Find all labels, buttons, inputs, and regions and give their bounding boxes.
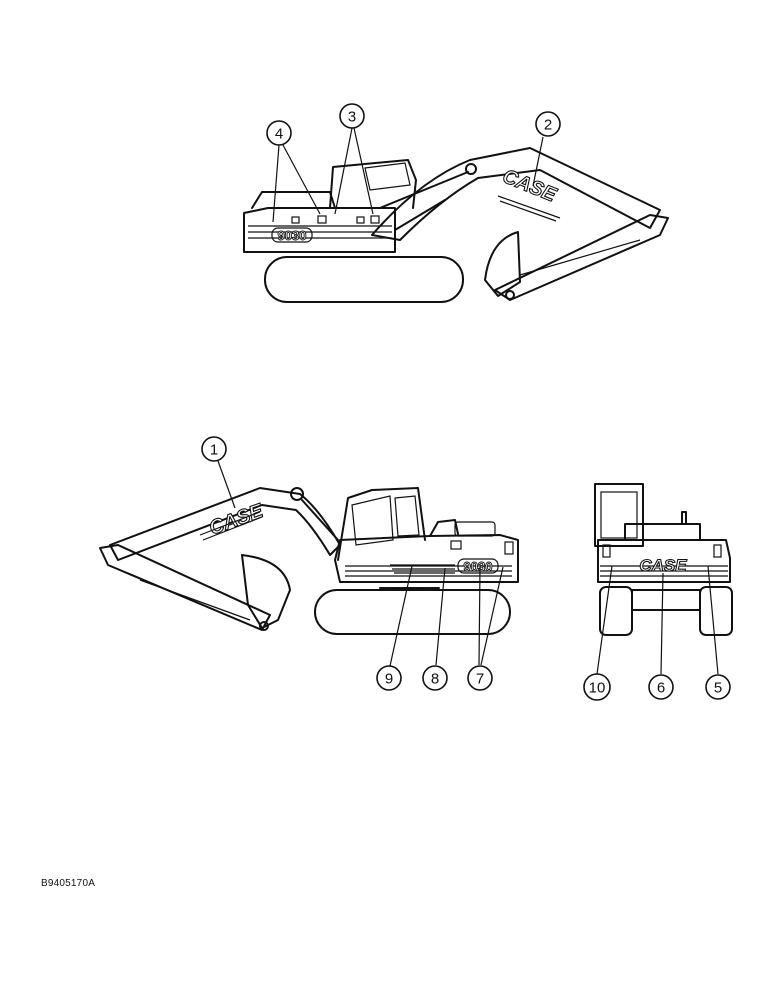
callout-4: 4 [266,120,292,146]
svg-text:2: 2 [544,117,552,134]
svg-text:8: 8 [431,671,439,688]
svg-text:1: 1 [210,442,218,459]
callout-2: 2 [535,111,561,137]
svg-text:7: 7 [476,671,484,688]
callout-6: 6 [648,674,674,700]
svg-text:3: 3 [348,109,356,126]
callout-9: 9 [376,665,402,691]
excavator-side-view-left: CASE 9030 [99,487,519,635]
leader-lines-top [272,127,544,223]
svg-text:5: 5 [714,680,722,697]
callout-7: 7 [467,665,493,691]
callout-3: 3 [339,103,365,129]
leader-lines-bottom-left [217,460,504,667]
model-decal-counterweight: 9030 [278,228,307,243]
excavator-rear-view: CASE [594,483,733,636]
callout-5: 5 [705,674,731,700]
callout-10: 10 [583,673,611,701]
figure-code: B9405170A [41,878,96,889]
svg-text:10: 10 [589,680,606,697]
svg-text:6: 6 [657,680,665,697]
excavator-side-view-right: CASE 9030 [243,147,669,303]
callout-1: 1 [201,436,227,462]
callout-8: 8 [422,665,448,691]
svg-text:4: 4 [275,126,283,143]
model-decal-side: 9030 [464,559,493,574]
svg-text:9: 9 [385,671,393,688]
case-decal-rear: CASE [639,556,687,575]
leader-lines-bottom-right [596,565,719,675]
